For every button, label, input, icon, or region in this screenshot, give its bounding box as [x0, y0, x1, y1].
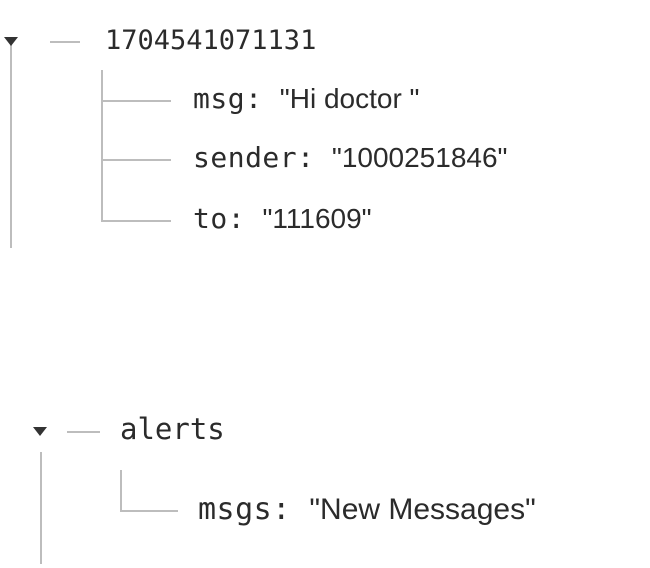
field-value: "New Messages" [309, 493, 536, 526]
node-key[interactable]: 1704541071131 [105, 25, 317, 56]
tree-connector [50, 41, 80, 43]
child-connector [101, 220, 171, 222]
tree-connector [67, 431, 100, 433]
field-value: "Hi doctor " [279, 83, 420, 114]
node-key[interactable]: alerts [120, 412, 225, 446]
child-connector [120, 510, 178, 512]
tree-guide-line [40, 452, 42, 564]
children-guide-line [120, 470, 122, 512]
field-key: sender [193, 141, 298, 174]
colon: : [245, 82, 280, 115]
caret-down-icon[interactable] [33, 427, 47, 436]
colon: : [272, 492, 310, 527]
field-key: msgs [198, 492, 273, 527]
child-row-msg[interactable]: msg: "Hi doctor " [193, 82, 420, 117]
caret-down-icon[interactable] [4, 37, 18, 46]
child-row-sender[interactable]: sender: "1000251846" [193, 141, 507, 176]
child-connector [101, 159, 171, 161]
colon: : [227, 202, 263, 235]
colon: : [297, 141, 332, 174]
field-value: "111609" [262, 203, 372, 234]
tree-guide-line [10, 38, 12, 248]
child-row-msgs[interactable]: msgs: "New Messages" [198, 493, 536, 527]
field-key: to [193, 202, 228, 235]
child-connector [101, 100, 171, 102]
field-key: msg [193, 82, 246, 115]
child-row-to[interactable]: to: "111609" [193, 202, 372, 237]
children-guide-line [101, 70, 103, 222]
field-value: "1000251846" [331, 142, 508, 173]
